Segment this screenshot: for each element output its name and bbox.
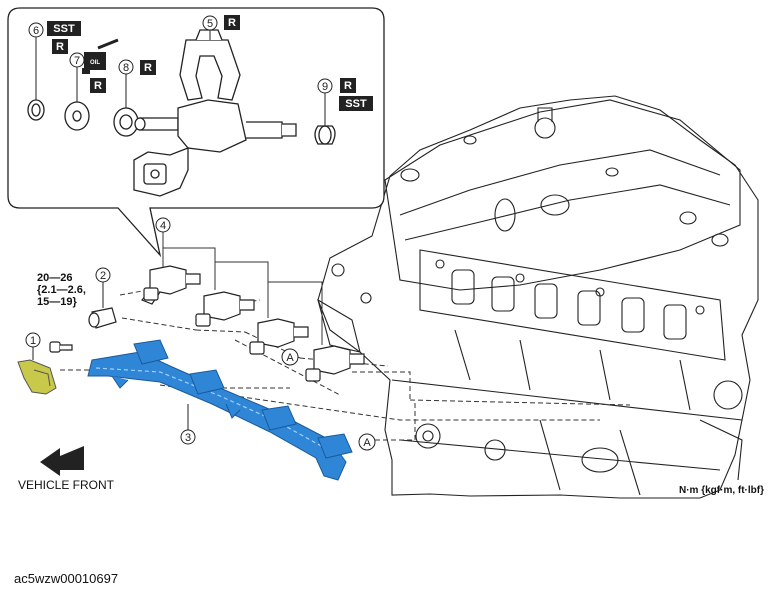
svg-text:7: 7: [74, 55, 80, 67]
svg-text:R: R: [94, 80, 102, 92]
callout-3: 3: [180, 404, 196, 445]
svg-text:R: R: [144, 62, 152, 74]
connection-label-a-upper: A: [281, 348, 299, 366]
callout-7: 7: [69, 52, 85, 102]
injector-2: [195, 291, 255, 327]
torque-spec-line-3: 15—19}: [37, 296, 77, 308]
svg-text:8: 8: [123, 62, 129, 74]
part-2-sleeve: [88, 307, 117, 329]
torque-spec-line-1: 20—26: [37, 272, 73, 284]
oil-can-icon: [82, 38, 119, 74]
svg-text:6: 6: [33, 25, 39, 37]
torque-spec-line-2: {2.1—2.6,: [37, 284, 86, 296]
callout-6: 6: [28, 22, 44, 100]
callout-8: 8: [118, 59, 134, 108]
svg-text:3: 3: [185, 432, 191, 444]
svg-text:2: 2: [100, 270, 106, 282]
svg-text:SST: SST: [53, 23, 75, 35]
injector-4: [305, 345, 365, 382]
svg-text:SST: SST: [345, 98, 367, 110]
svg-text:R: R: [56, 41, 64, 53]
injector-3: [249, 318, 309, 355]
callout-9: 9: [317, 78, 333, 126]
part-1-bracket: [17, 359, 57, 395]
svg-text:9: 9: [322, 81, 328, 93]
tag-r-9: R: [340, 78, 356, 93]
svg-text:R: R: [228, 17, 236, 29]
tag-sst-6: SST: [47, 21, 81, 36]
tag-r-8: R: [140, 60, 156, 75]
svg-text:1: 1: [30, 335, 36, 347]
callout-2: 2: [95, 267, 111, 308]
vehicle-front-label: VEHICLE FRONT: [18, 478, 115, 492]
callout-4: 4: [155, 217, 171, 233]
tag-oil-7: OIL: [90, 60, 100, 66]
detail-injector: [133, 99, 297, 197]
tag-r-6: R: [52, 39, 68, 54]
svg-text:A: A: [286, 352, 294, 364]
svg-text:4: 4: [160, 220, 166, 232]
part-5-clip: [179, 29, 241, 101]
callout-4-leaders: [162, 232, 323, 345]
engine-block: [317, 95, 759, 499]
callout-1: 1: [25, 332, 41, 360]
svg-text:A: A: [363, 437, 371, 449]
torque-units-label: N·m {kgf·m, ft·lbf}: [679, 485, 764, 496]
mounting-bolt: [49, 341, 73, 353]
injector-1: [141, 265, 201, 305]
svg-text:5: 5: [207, 18, 213, 30]
callout-5: 5: [202, 15, 218, 40]
fuel-rail: [87, 339, 353, 481]
torque-spec: 20—26 {2.1—2.6, 15—19}: [37, 272, 86, 308]
tag-r-5: R: [224, 15, 240, 30]
image-code: ac5wzw00010697: [14, 571, 119, 586]
svg-text:R: R: [344, 80, 352, 92]
tag-sst-9: SST: [339, 96, 373, 111]
arrow-left-icon: [40, 446, 84, 476]
tag-r-7: R: [90, 78, 106, 93]
connection-label-a-lower: A: [358, 433, 376, 451]
svg-text:OIL: OIL: [90, 60, 100, 66]
